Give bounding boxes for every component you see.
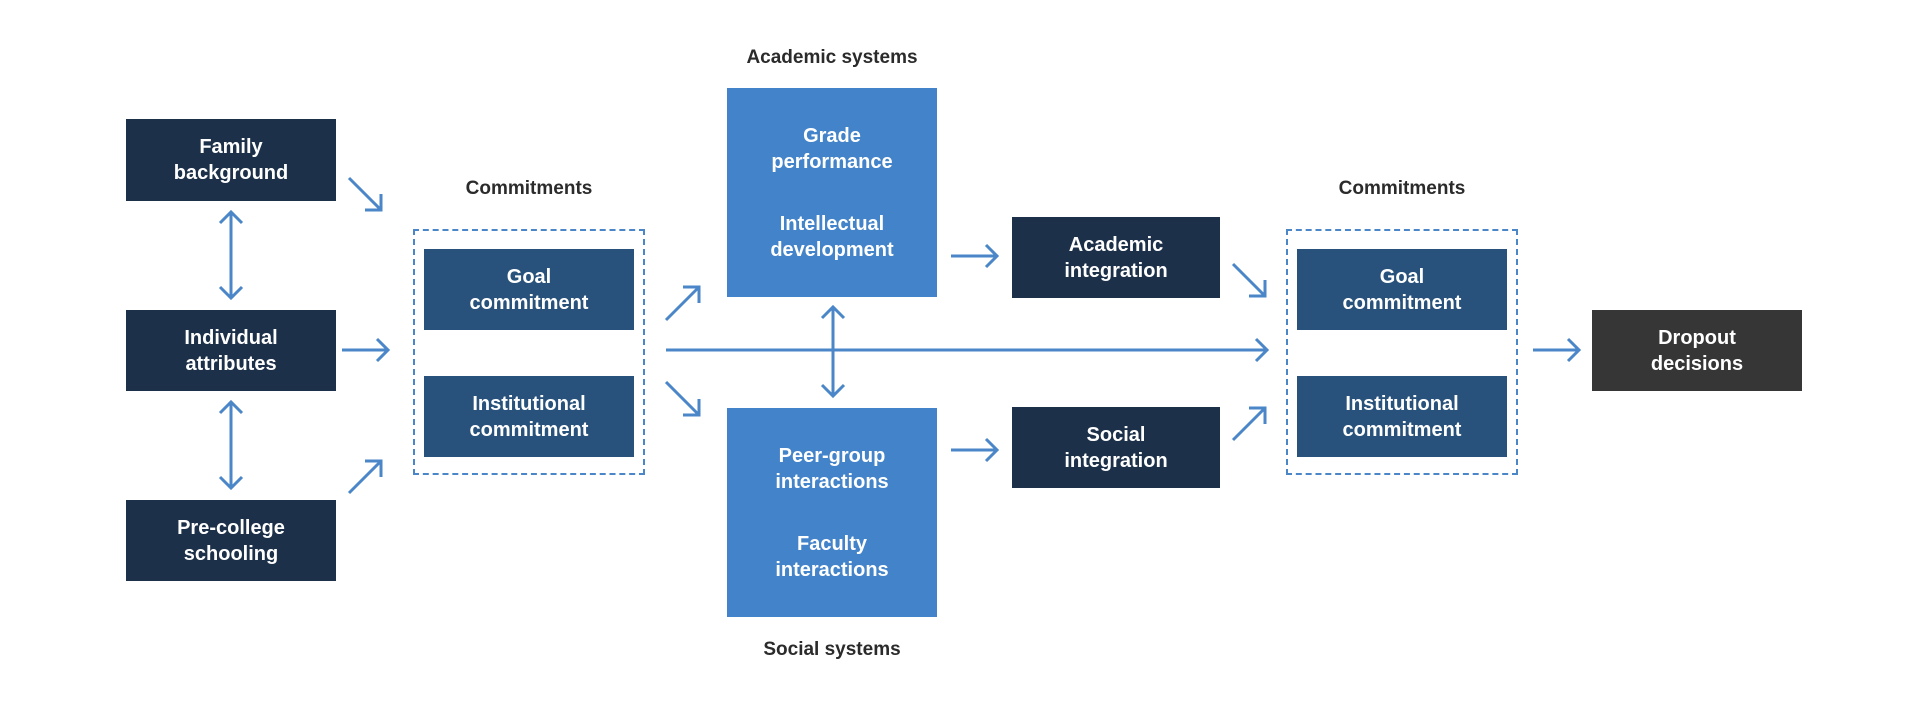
node-label: Goal	[506, 265, 552, 288]
commitments-left-title: Commitments	[465, 178, 593, 199]
academic-integration-node: Academic integration	[1012, 217, 1220, 298]
node-label: Individual	[184, 326, 278, 349]
arrow-academic-systems-to-integration	[951, 243, 1000, 269]
node-label: commitment	[1342, 291, 1462, 314]
arrow-precollege-to-commitments	[347, 459, 383, 495]
commitments-right-group	[1286, 229, 1518, 475]
node-label: attributes	[185, 352, 277, 375]
bidirectional-arrow-academic-social	[820, 304, 846, 399]
node-label: Institutional	[1345, 392, 1459, 415]
node-label: decisions	[1650, 352, 1744, 375]
dropout-decisions-node: Dropout decisions	[1592, 310, 1802, 391]
goal-commitment-left-node: Goal commitment	[424, 249, 634, 330]
social-systems-node: Peer-group interactions Faculty interact…	[727, 408, 937, 617]
arrow-commitments-to-social-systems	[664, 380, 701, 417]
arrow-commitments-to-dropout	[1533, 337, 1582, 363]
node-label: Goal	[1379, 265, 1425, 288]
node-label: commitment	[469, 291, 589, 314]
node-label: Peer-group	[778, 444, 886, 467]
commitments-right-title: Commitments	[1338, 178, 1466, 199]
academic-systems-node: Grade performance Intellectual developme…	[727, 88, 937, 297]
node-label: Social	[1086, 423, 1146, 446]
node-label: schooling	[183, 542, 279, 565]
node-label: commitment	[469, 418, 589, 441]
node-label: Family	[199, 136, 263, 158]
arrow-social-systems-to-integration	[951, 437, 1000, 463]
commitments-left-group	[413, 229, 645, 475]
node-label: Academic	[1068, 233, 1164, 256]
arrow-commitments-to-right-commitments	[666, 337, 1270, 363]
node-label: Pre-college	[177, 516, 285, 539]
arrow-commitments-to-academic-systems	[664, 285, 701, 322]
arrow-academic-integration-to-commitments	[1231, 262, 1267, 298]
goal-commitment-right-node: Goal commitment	[1297, 249, 1507, 330]
pre-college-schooling-node: Pre-college schooling	[126, 500, 336, 581]
academic-systems-title: Academic systems	[746, 47, 918, 68]
node-label: interactions	[775, 558, 889, 581]
institutional-commitment-right-node: Institutional commitment	[1297, 376, 1507, 457]
arrow-individual-to-commitments	[342, 337, 391, 363]
node-label: performance	[771, 150, 893, 173]
node-label: interactions	[775, 470, 889, 493]
node-label: Intellectual	[779, 212, 885, 235]
institutional-commitment-left-node: Institutional commitment	[424, 376, 634, 457]
node-label: background	[173, 162, 289, 184]
social-systems-title: Social systems	[763, 639, 901, 660]
node-label: Institutional	[472, 392, 586, 415]
node-label: development	[770, 238, 894, 261]
node-label: Dropout	[1658, 326, 1736, 349]
social-integration-node: Social integration	[1012, 407, 1220, 488]
node-label: integration	[1064, 449, 1168, 472]
arrow-family-to-commitments	[347, 176, 383, 212]
node-label: integration	[1064, 259, 1168, 282]
family-background-node: Family background	[126, 119, 336, 201]
arrow-social-integration-to-commitments	[1231, 406, 1267, 442]
node-label: Grade	[803, 124, 861, 147]
node-label: commitment	[1342, 418, 1462, 441]
bidirectional-arrow-individual-precollege	[218, 399, 244, 491]
node-label: Faculty	[796, 532, 868, 555]
individual-attributes-node: Individual attributes	[126, 310, 336, 391]
bidirectional-arrow-family-individual	[218, 209, 244, 301]
